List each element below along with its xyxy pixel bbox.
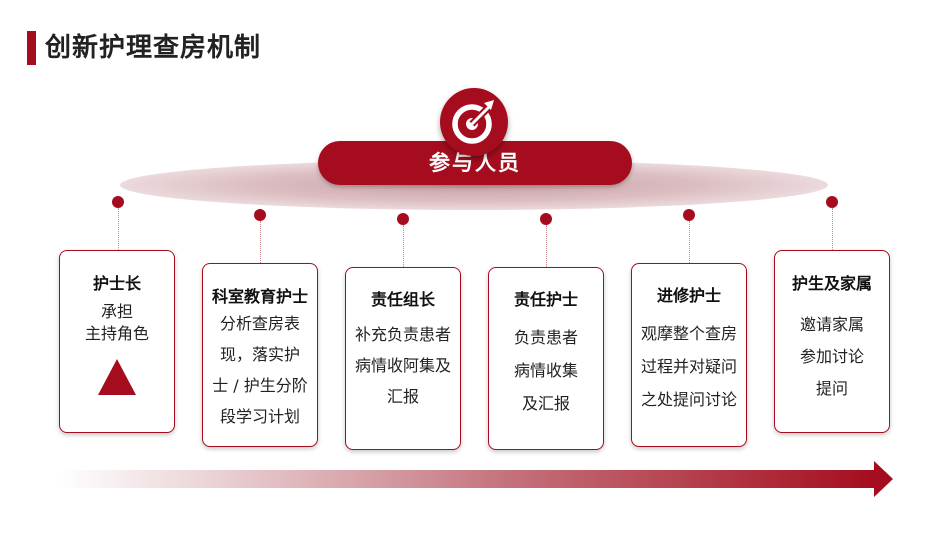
role-card-trainee-nurse: 进修护士 观摩整个查房 过程并对疑问 之处提问讨论 [631,263,747,447]
connector-line-3 [403,225,404,267]
connector-line-6 [832,208,833,250]
card-desc: 补充负责患者 病情收阿集及 汇报 [354,325,451,406]
connector-dot-2 [254,209,266,221]
progress-arrow-head [874,461,893,497]
card-title: 责任护士 [513,290,578,309]
connector-line-4 [546,225,547,267]
triangle-icon [98,359,136,395]
role-card-primary-nurse: 责任护士 负责患者 病情收集 及汇报 [488,267,604,450]
connector-dot-4 [540,213,552,225]
card-desc: 邀请家属 参加讨论 提问 [799,315,864,398]
connector-line-1 [118,208,119,250]
connector-line-2 [260,221,261,263]
connector-dot-3 [397,213,409,225]
connector-dot-5 [683,209,695,221]
target-icon [440,88,508,156]
title-accent-bar [27,31,36,65]
role-card-head-nurse: 护士长 承担 主持角色 [59,250,175,433]
card-title: 护生及家属 [791,274,872,293]
card-desc: 观摩整个查房 过程并对疑问 之处提问讨论 [640,324,737,409]
card-title: 护士长 [92,274,141,293]
card-desc: 承担 主持角色 [84,302,149,343]
progress-arrow-shaft [58,470,876,488]
connector-dot-6 [826,196,838,208]
card-desc: 负责患者 病情收集 及汇报 [513,328,578,413]
card-title: 科室教育护士 [211,287,308,306]
role-card-education-nurse: 科室教育护士 分析查房表 现，落实护 士 / 护生分阶 段学习计划 [202,263,318,447]
page-title: 创新护理查房机制 [45,33,262,63]
card-desc: 分析查房表 现，落实护 士 / 护生分阶 段学习计划 [212,314,308,426]
card-title: 责任组长 [370,290,435,309]
card-title: 进修护士 [656,286,721,305]
connector-dot-1 [112,196,124,208]
connector-line-5 [689,221,690,263]
role-card-team-leader: 责任组长 补充负责患者 病情收阿集及 汇报 [345,267,461,450]
role-card-students-family: 护生及家属 邀请家属 参加讨论 提问 [774,250,890,433]
